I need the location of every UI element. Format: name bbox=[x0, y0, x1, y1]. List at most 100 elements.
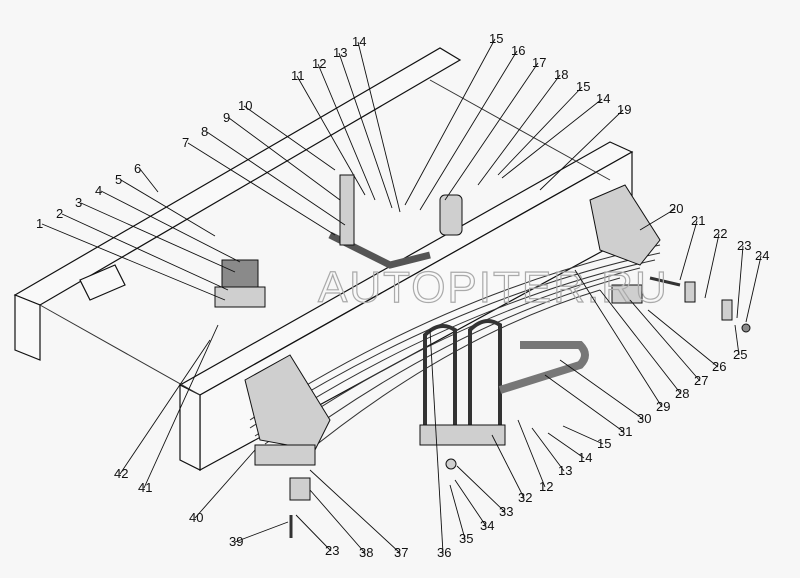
callout-label: 21 bbox=[691, 213, 705, 228]
leader-line bbox=[317, 63, 376, 201]
plate bbox=[611, 284, 643, 304]
callout-label: 30 bbox=[637, 411, 651, 426]
callout-label: 23 bbox=[737, 238, 751, 253]
callout-label: 10 bbox=[238, 98, 252, 113]
callout-label: 14 bbox=[578, 450, 592, 465]
callout-label: 15 bbox=[576, 79, 590, 94]
leader-line bbox=[243, 105, 336, 171]
callout-label: 20 bbox=[669, 201, 683, 216]
crossmember-front bbox=[39, 304, 201, 396]
leader-line bbox=[734, 324, 740, 356]
leader-line bbox=[491, 434, 525, 499]
leader-lines bbox=[41, 38, 762, 554]
leader-line bbox=[309, 469, 401, 554]
leader-line bbox=[187, 142, 336, 236]
leader-line bbox=[228, 117, 341, 201]
leader-line bbox=[745, 255, 762, 323]
spring-pad bbox=[419, 424, 506, 446]
callout-label: 13 bbox=[333, 45, 347, 60]
nut bbox=[741, 323, 751, 333]
leader-line bbox=[100, 190, 241, 263]
callout-label: 33 bbox=[499, 504, 513, 519]
callout-label: 36 bbox=[437, 545, 451, 560]
callout-label: 35 bbox=[459, 531, 473, 546]
callout-label: 14 bbox=[352, 34, 366, 49]
stabilizer-link bbox=[339, 174, 355, 246]
leader-line bbox=[296, 75, 366, 196]
callout-label: 11 bbox=[291, 68, 305, 83]
leader-line bbox=[454, 479, 487, 527]
callout-label: 8 bbox=[201, 124, 208, 139]
leader-line bbox=[629, 299, 701, 382]
frame bbox=[13, 47, 634, 472]
leader-line bbox=[449, 484, 466, 540]
callout-label: 23 bbox=[325, 543, 339, 558]
leader-line bbox=[419, 50, 518, 211]
callout-label: 19 bbox=[617, 102, 631, 117]
leader-line bbox=[647, 309, 719, 368]
callout-label: 39 bbox=[229, 534, 243, 549]
callout-label: 15 bbox=[489, 31, 503, 46]
callout-label: 27 bbox=[694, 373, 708, 388]
leader-line bbox=[120, 179, 216, 237]
leader-line bbox=[429, 329, 444, 554]
callout-label: 7 bbox=[182, 135, 189, 150]
callout-label: 37 bbox=[394, 545, 408, 560]
callout-label: 40 bbox=[189, 510, 203, 525]
leader-line bbox=[357, 41, 401, 213]
leader-line bbox=[736, 245, 744, 319]
leader-line bbox=[234, 521, 289, 543]
callout-label: 13 bbox=[558, 463, 572, 478]
leader-line bbox=[194, 449, 256, 519]
watermark: AUTOPITER.RU bbox=[318, 263, 669, 312]
leader-line bbox=[477, 74, 561, 186]
callout-label: 5 bbox=[115, 172, 122, 187]
leader-line bbox=[517, 419, 546, 488]
callout-label: 2 bbox=[56, 206, 63, 221]
leader-line bbox=[501, 98, 603, 179]
leader-line bbox=[444, 62, 539, 201]
callout-label: 32 bbox=[518, 490, 532, 505]
callout-label: 25 bbox=[733, 347, 747, 362]
leader-line bbox=[295, 514, 332, 552]
stabilizer-bar bbox=[328, 174, 463, 269]
frame-cutout bbox=[79, 264, 126, 301]
leader-line bbox=[309, 489, 366, 554]
leader-line bbox=[338, 52, 393, 209]
leader-line bbox=[119, 339, 211, 475]
leader-line bbox=[574, 269, 663, 408]
crossmember bbox=[429, 79, 611, 181]
leader-line bbox=[139, 168, 159, 193]
leader-line bbox=[547, 432, 585, 459]
pin-bolt bbox=[649, 276, 681, 287]
axle-tube bbox=[498, 341, 589, 394]
callout-label: 31 bbox=[618, 424, 632, 439]
callout-label: 29 bbox=[656, 399, 670, 414]
leader-line bbox=[539, 109, 624, 191]
lower-nut bbox=[445, 458, 457, 470]
shackle-plate-second bbox=[721, 299, 733, 321]
callout-label: 1 bbox=[36, 216, 43, 231]
leader-line bbox=[61, 213, 229, 291]
callout-label: 14 bbox=[596, 91, 610, 106]
leader-line bbox=[456, 465, 506, 513]
callout-label: 18 bbox=[554, 67, 568, 82]
callout-label: 34 bbox=[480, 518, 494, 533]
callout-label: 26 bbox=[712, 359, 726, 374]
callout-label: 41 bbox=[138, 480, 152, 495]
callout-label: 4 bbox=[95, 183, 102, 198]
callout-label: 16 bbox=[511, 43, 525, 58]
leader-line bbox=[143, 324, 219, 489]
leader-line bbox=[562, 425, 604, 445]
leader-line bbox=[80, 202, 236, 273]
u-bolt-second bbox=[468, 319, 502, 440]
callout-label: 17 bbox=[532, 55, 546, 70]
rubber-cushion bbox=[221, 259, 259, 291]
callout-label: 15 bbox=[597, 436, 611, 451]
callout-label: 3 bbox=[75, 195, 82, 210]
leader-line bbox=[559, 359, 644, 420]
leader-line bbox=[544, 374, 625, 433]
